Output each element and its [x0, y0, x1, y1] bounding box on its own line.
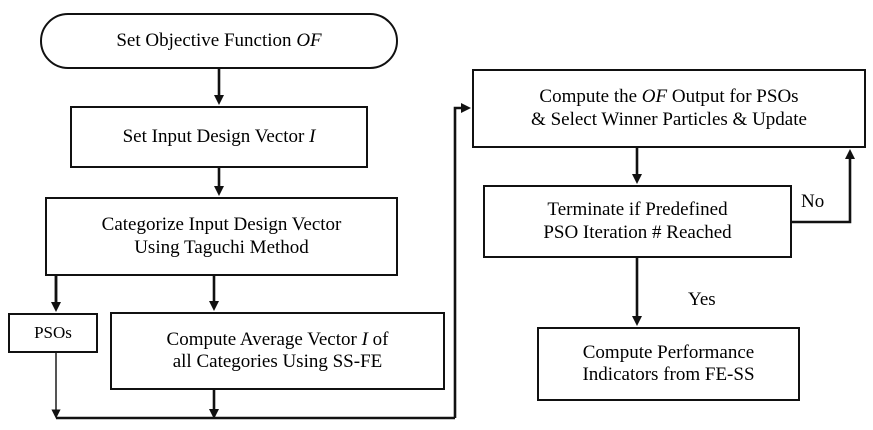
- node-set-objective-function[interactable]: Set Objective Function OF: [40, 13, 398, 69]
- node-psos[interactable]: PSOs: [8, 313, 98, 353]
- node-label: Set Input Design Vector I: [122, 125, 316, 147]
- edge-label-no: No: [801, 191, 825, 212]
- node-compute-of-output[interactable]: Compute the OF Output for PSOs& Select W…: [472, 69, 866, 148]
- node-label: Set Objective Function OF: [116, 29, 322, 51]
- edge-bus-riser: [453, 103, 471, 418]
- edge-no-feedback: [792, 149, 855, 224]
- node-label: Compute the OF Output for PSOs& Select W…: [531, 86, 807, 130]
- node-label: PSOs: [34, 322, 72, 342]
- edge-label-yes: Yes: [688, 289, 716, 310]
- node-set-input-design-vector[interactable]: Set Input Design Vector I: [70, 106, 368, 168]
